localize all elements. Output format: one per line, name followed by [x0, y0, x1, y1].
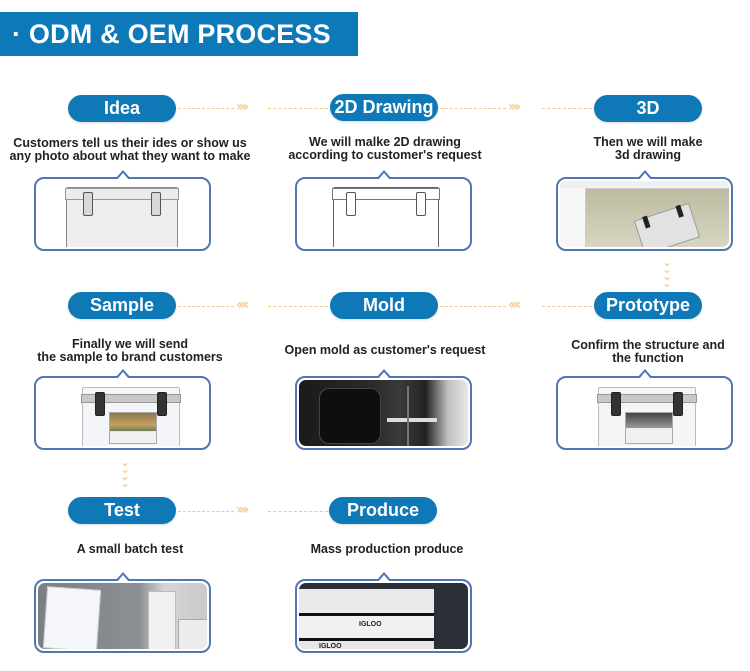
step-description-sample: Finally we will send the sample to brand…	[0, 338, 260, 364]
step-image-card-3d	[556, 170, 733, 251]
step-pill-sample: Sample	[68, 292, 176, 319]
cooler-line-drawing-image	[299, 181, 468, 247]
step-image-card-test	[34, 572, 211, 653]
description-line: We will malke 2D drawing	[309, 135, 461, 149]
description-line: Customers tell us their ides or show us	[13, 136, 247, 150]
step-description-idea: Customers tell us their ides or show us …	[0, 137, 260, 163]
pointer-notch	[114, 369, 131, 379]
test-lab-coolers-image	[38, 583, 207, 649]
description-line: any photo about what they want to make	[9, 149, 251, 163]
step-pill-idea: Idea	[68, 95, 176, 122]
description-line: A small batch test	[76, 542, 184, 556]
connector-right: ››››	[176, 502, 330, 518]
production-stack-image: IGLOO IGLOO	[299, 583, 468, 649]
step-pill-3d: 3D	[594, 95, 702, 122]
step-pill-mold: Mold	[330, 292, 438, 319]
step-pill-produce: Produce	[329, 497, 437, 524]
connector-left: ‹‹‹‹	[176, 297, 330, 313]
step-description-mold: Open mold as customer's request	[255, 344, 515, 357]
chevrons-down-icon: ⌄⌄⌄⌄	[661, 255, 673, 290]
description-line: Open mold as customer's request	[284, 343, 486, 357]
step-image-card-sample	[34, 369, 211, 450]
pointer-notch	[114, 572, 131, 582]
chevrons-down-icon: ⌄⌄⌄⌄	[119, 455, 131, 490]
step-pill-prototype: Prototype	[594, 292, 702, 319]
chevrons-left-icon: ‹‹‹‹	[236, 297, 250, 313]
connector-right: ››››	[176, 99, 330, 115]
brand-label: IGLOO	[319, 643, 342, 649]
step-pill-test: Test	[68, 497, 176, 524]
pointer-notch	[375, 369, 392, 379]
step-description-2d-drawing: We will malke 2D drawing according to cu…	[255, 136, 515, 162]
cooler-prototype-image	[560, 380, 729, 446]
step-pill-2d-drawing: 2D Drawing	[330, 94, 438, 121]
connector-left: ‹‹‹‹	[438, 297, 594, 313]
description-line: 3d drawing	[615, 148, 681, 162]
pointer-notch	[636, 170, 653, 180]
chevrons-right-icon: ››››	[508, 99, 522, 115]
section-title: · ODM & OEM PROCESS	[0, 12, 358, 56]
description-line: Then we will make	[593, 135, 703, 149]
description-line: Confirm the structure and	[571, 338, 725, 352]
cad-software-3d-model-image	[560, 181, 729, 247]
pointer-notch	[375, 572, 392, 582]
description-line: Finally we will send	[71, 337, 188, 351]
description-line: Mass production produce	[310, 542, 464, 556]
step-description-produce: Mass production produce	[257, 543, 517, 556]
connector-right: ››››	[438, 99, 594, 115]
cooler-sample-image	[38, 380, 207, 446]
cooler-sketch-image	[38, 181, 207, 247]
chevrons-right-icon: ››››	[236, 99, 250, 115]
mold-machine-image	[299, 380, 468, 446]
step-image-card-2d-drawing	[295, 170, 472, 251]
description-line: the sample to brand customers	[37, 350, 223, 364]
step-description-3d: Then we will make 3d drawing	[518, 136, 750, 162]
brand-label: IGLOO	[359, 621, 382, 628]
pointer-notch	[636, 369, 653, 379]
step-description-test: A small batch test	[0, 543, 260, 556]
step-description-prototype: Confirm the structure and the function	[518, 339, 750, 365]
step-image-card-mold	[295, 369, 472, 450]
chevrons-right-icon: ››››	[236, 502, 250, 518]
description-line: the function	[612, 351, 684, 365]
step-image-card-idea	[34, 170, 211, 251]
step-image-card-produce: IGLOO IGLOO	[295, 572, 472, 653]
pointer-notch	[114, 170, 131, 180]
chevrons-left-icon: ‹‹‹‹	[508, 297, 522, 313]
pointer-notch	[375, 170, 392, 180]
step-image-card-prototype	[556, 369, 733, 450]
description-line: according to customer's request	[288, 148, 482, 162]
